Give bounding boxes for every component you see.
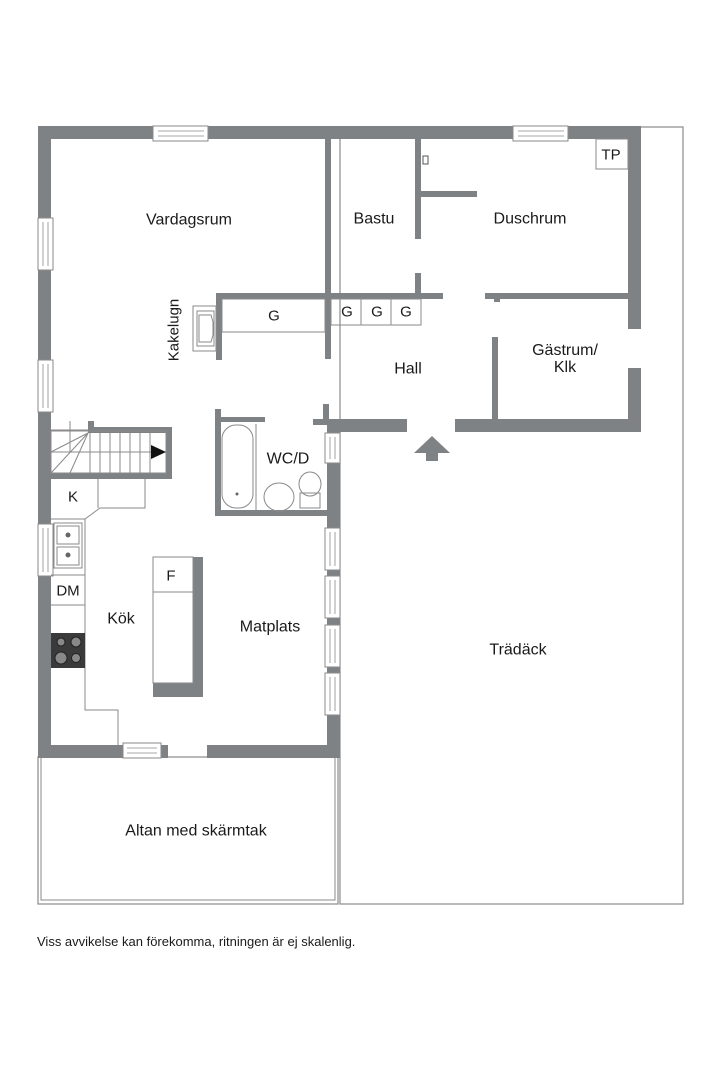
label-f: F: [166, 567, 176, 585]
room-label-matplats: Matplats: [239, 618, 301, 636]
room-label-altan: Altan med skärmtak: [125, 822, 267, 840]
room-label-vardagsrum: Vardagsrum: [146, 211, 232, 229]
room-label-hall: Hall: [394, 360, 422, 378]
room-label-kok: Kök: [107, 610, 135, 628]
windows: [37, 125, 569, 759]
room-label-tradack: Trädäck: [489, 641, 547, 659]
stair-direction-arrow-icon: [151, 445, 166, 459]
label-tp: TP: [601, 146, 621, 164]
room-label-gastrum: Gästrum/ Klk: [532, 342, 598, 376]
fixtures: [50, 138, 629, 745]
room-label-duschrum: Duschrum: [493, 210, 567, 228]
room-label-wcd: WC/D: [266, 450, 310, 468]
closet-label-g: G: [341, 303, 353, 321]
label-dm: DM: [56, 582, 80, 600]
entrance-arrow-icon: [414, 436, 450, 461]
label-k: K: [67, 488, 79, 506]
closet-label-g: G: [400, 303, 412, 321]
disclaimer-text: Viss avvikelse kan förekomma, ritningen …: [37, 934, 356, 949]
label-kakelugn: Kakelugn: [165, 298, 183, 362]
closet-label-g: G: [268, 307, 280, 325]
closet-label-g: G: [371, 303, 383, 321]
room-label-bastu: Bastu: [353, 210, 395, 228]
